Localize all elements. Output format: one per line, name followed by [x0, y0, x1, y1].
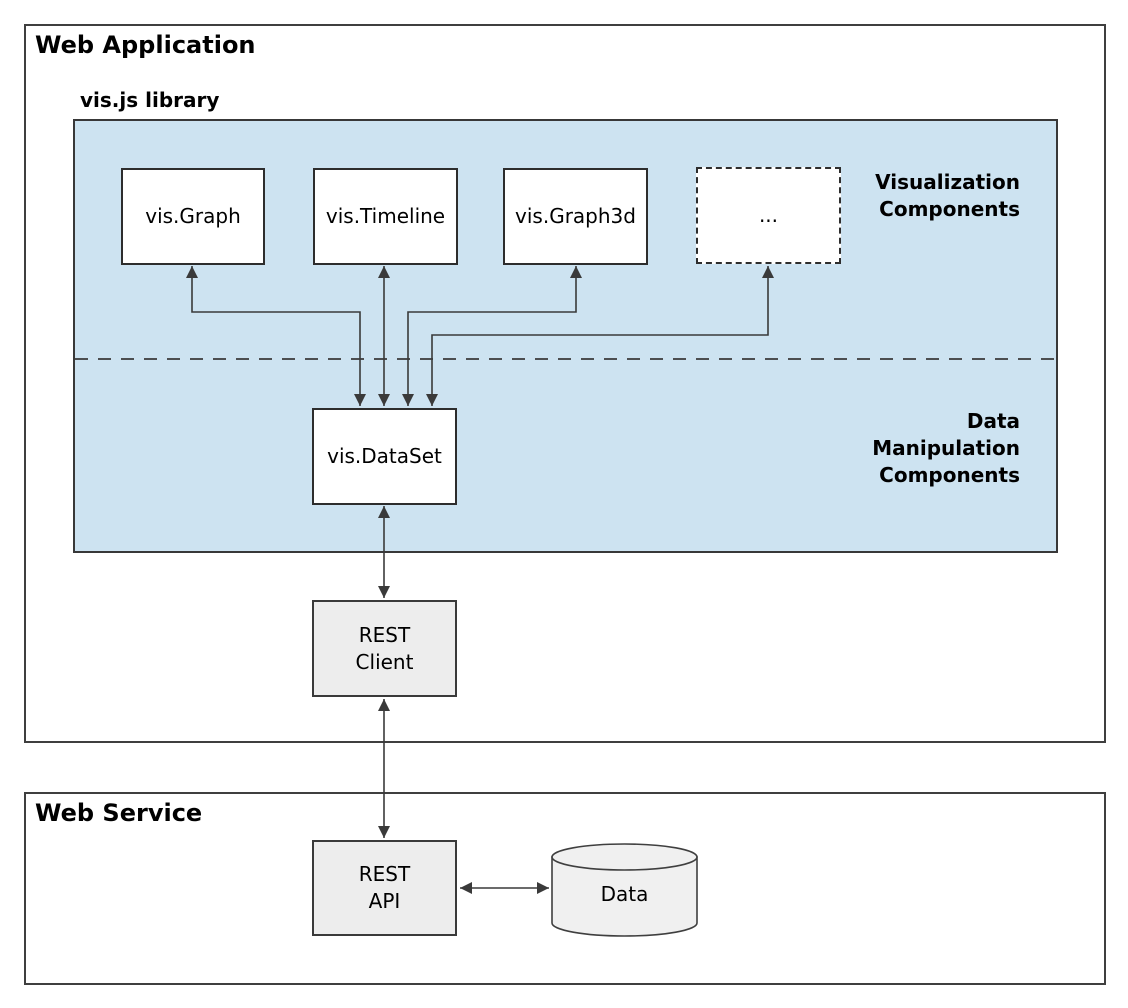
visualization-components-line2: Components — [879, 197, 1020, 221]
data-manipulation-components-label: Data Manipulation Components — [872, 408, 1020, 489]
node-placeholder-component: ... — [696, 167, 841, 264]
web-application-title: Web Application — [35, 31, 256, 59]
node-rest-client-line1: REST — [358, 622, 411, 647]
node-vis-graph-label: vis.Graph — [145, 204, 241, 228]
data-manipulation-line3: Components — [879, 463, 1020, 487]
node-rest-client: REST Client — [312, 600, 457, 697]
node-rest-api: REST API — [312, 840, 457, 936]
node-vis-graph3d: vis.Graph3d — [503, 168, 648, 265]
node-vis-timeline: vis.Timeline — [313, 168, 458, 265]
node-vis-dataset-label: vis.DataSet — [327, 444, 442, 468]
data-manipulation-line1: Data — [966, 409, 1020, 433]
visualization-components-label: Visualization Components — [875, 169, 1020, 223]
node-data-store-label: Data — [600, 882, 649, 906]
visjs-library-title: vis.js library — [80, 88, 220, 112]
node-placeholder-label: ... — [758, 203, 779, 227]
node-vis-dataset: vis.DataSet — [312, 408, 457, 505]
node-vis-graph: vis.Graph — [121, 168, 265, 265]
node-vis-graph3d-label: vis.Graph3d — [515, 204, 636, 228]
node-rest-api-line2: API — [368, 889, 401, 913]
data-manipulation-line2: Manipulation — [872, 436, 1020, 460]
visualization-components-line1: Visualization — [875, 170, 1020, 194]
node-vis-timeline-label: vis.Timeline — [325, 204, 446, 228]
web-service-title: Web Service — [35, 799, 203, 827]
node-rest-client-line2: Client — [355, 649, 414, 674]
node-rest-api-line1: REST — [358, 862, 411, 886]
